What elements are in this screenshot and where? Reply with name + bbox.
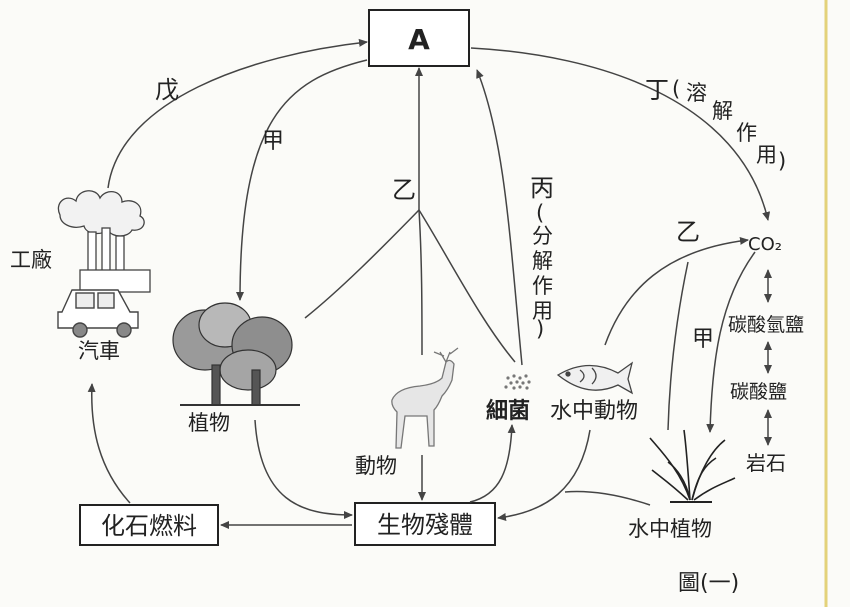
- fossil-fuel-label: 化石燃料: [101, 512, 197, 540]
- bacteria-icon: [504, 374, 531, 390]
- remains-label: 生物殘體: [377, 511, 473, 539]
- label-factory: 工廠: [10, 248, 52, 272]
- yi-branch-plants: [304, 209, 420, 319]
- arrow-fossil-car: [87, 383, 131, 504]
- arrow-jia-left: [236, 59, 368, 301]
- label-bacteria: 細菌: [486, 398, 530, 424]
- svg-text:): ): [536, 317, 544, 341]
- remains-box: [354, 502, 496, 546]
- label-rock: 岩石: [746, 451, 786, 475]
- arrow-plants-remains: [254, 419, 353, 519]
- svg-text:作: 作: [532, 274, 553, 298]
- label-carbonate: 碳酸鹽: [730, 381, 787, 403]
- center-label: A: [408, 23, 430, 56]
- tree-icon: [172, 302, 300, 406]
- arrow-ding: [470, 47, 771, 221]
- label-ding-note: ( 溶 解 作 用 ): [672, 77, 786, 173]
- figure-caption: 圖(一): [678, 571, 739, 596]
- arrow-bing: [476, 69, 523, 366]
- fish-icon: [556, 361, 634, 395]
- label-jia-left: 甲: [262, 129, 284, 154]
- svg-text:(: (: [536, 201, 544, 225]
- svg-text:用: 用: [532, 299, 553, 323]
- label-jia-right: 甲: [692, 327, 714, 352]
- fossil-fuel-box: [79, 504, 219, 546]
- deer-icon: [391, 347, 459, 449]
- label-co2: CO₂: [748, 234, 782, 255]
- center-box: [368, 9, 470, 67]
- svg-text:(: (: [672, 77, 680, 101]
- svg-text:作: 作: [736, 121, 757, 145]
- label-wu: 戊: [155, 76, 179, 104]
- label-bing: 丙: [530, 174, 554, 202]
- svg-text:分: 分: [532, 224, 553, 248]
- svg-text:溶: 溶: [686, 81, 707, 105]
- yi-right-branch: [667, 261, 689, 431]
- label-aquatic-plant: 水中植物: [628, 517, 712, 541]
- arrow-remains-bacteria: [469, 424, 516, 503]
- label-plants: 植物: [188, 411, 230, 435]
- label-car: 汽車: [78, 339, 120, 363]
- label-aquatic-animal: 水中動物: [550, 399, 638, 424]
- factory-icon: [57, 190, 151, 293]
- arrow-jia-right: [706, 251, 756, 433]
- arrow-wu: [107, 38, 368, 189]
- arrow-yi-right: [604, 236, 749, 346]
- arrow-aquatic-animal-remains: [497, 429, 591, 521]
- yi-branch-animal: [418, 209, 423, 356]
- label-ding: 丁: [645, 76, 669, 104]
- label-yi-right: 乙: [676, 218, 700, 246]
- label-bicarbonate: 碳酸氫鹽: [728, 314, 804, 336]
- aquatic-plant-icon: [649, 429, 736, 503]
- yi-branch-bacteria: [418, 209, 516, 363]
- car-icon: [57, 289, 139, 338]
- line-aquatic-plant-remains: [564, 490, 651, 506]
- label-bing-note: ( 分 解 作 用 ): [532, 201, 553, 341]
- svg-text:用: 用: [756, 143, 777, 167]
- svg-text:): ): [778, 149, 786, 173]
- svg-text:解: 解: [712, 99, 733, 123]
- label-yi-center: 乙: [392, 176, 416, 204]
- label-animal: 動物: [355, 454, 397, 478]
- svg-text:解: 解: [532, 249, 553, 273]
